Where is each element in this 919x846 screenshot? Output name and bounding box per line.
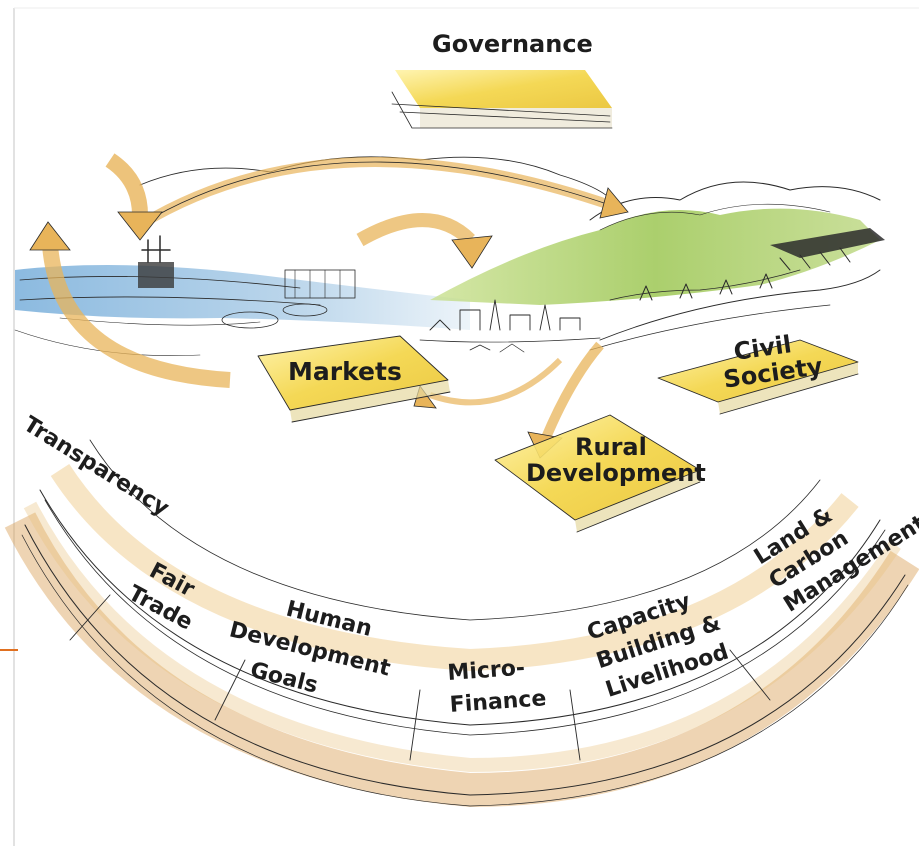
flow-arrows bbox=[29, 153, 629, 459]
micro-finance-label: Micro- Finance bbox=[447, 654, 547, 718]
arrow-up-left bbox=[42, 244, 231, 388]
rural-development-label: Rural Development bbox=[526, 433, 706, 487]
arrow-governance-loop bbox=[137, 157, 612, 230]
governance-label: Governance bbox=[432, 30, 593, 58]
harbour bbox=[138, 235, 356, 329]
markets-label: Markets bbox=[288, 357, 402, 386]
frame bbox=[0, 7, 919, 846]
arrow-down-left bbox=[105, 153, 148, 216]
outer-arc-bands bbox=[4, 439, 919, 808]
arrowhead-icon bbox=[599, 187, 629, 219]
governance-box bbox=[391, 70, 613, 129]
town bbox=[419, 269, 881, 353]
power-line bbox=[609, 269, 801, 301]
rural-development-box bbox=[494, 414, 701, 533]
arrow-markets-rural bbox=[428, 357, 563, 406]
markets-box bbox=[257, 335, 451, 423]
civil-society-box bbox=[657, 339, 859, 415]
arrowhead-icon bbox=[451, 235, 493, 269]
arrow-into-town bbox=[356, 213, 475, 247]
arrow-to-rural bbox=[540, 341, 604, 442]
dam-structure bbox=[770, 228, 885, 271]
arrowhead-icon bbox=[29, 221, 71, 251]
arrowhead-icon bbox=[117, 211, 163, 241]
